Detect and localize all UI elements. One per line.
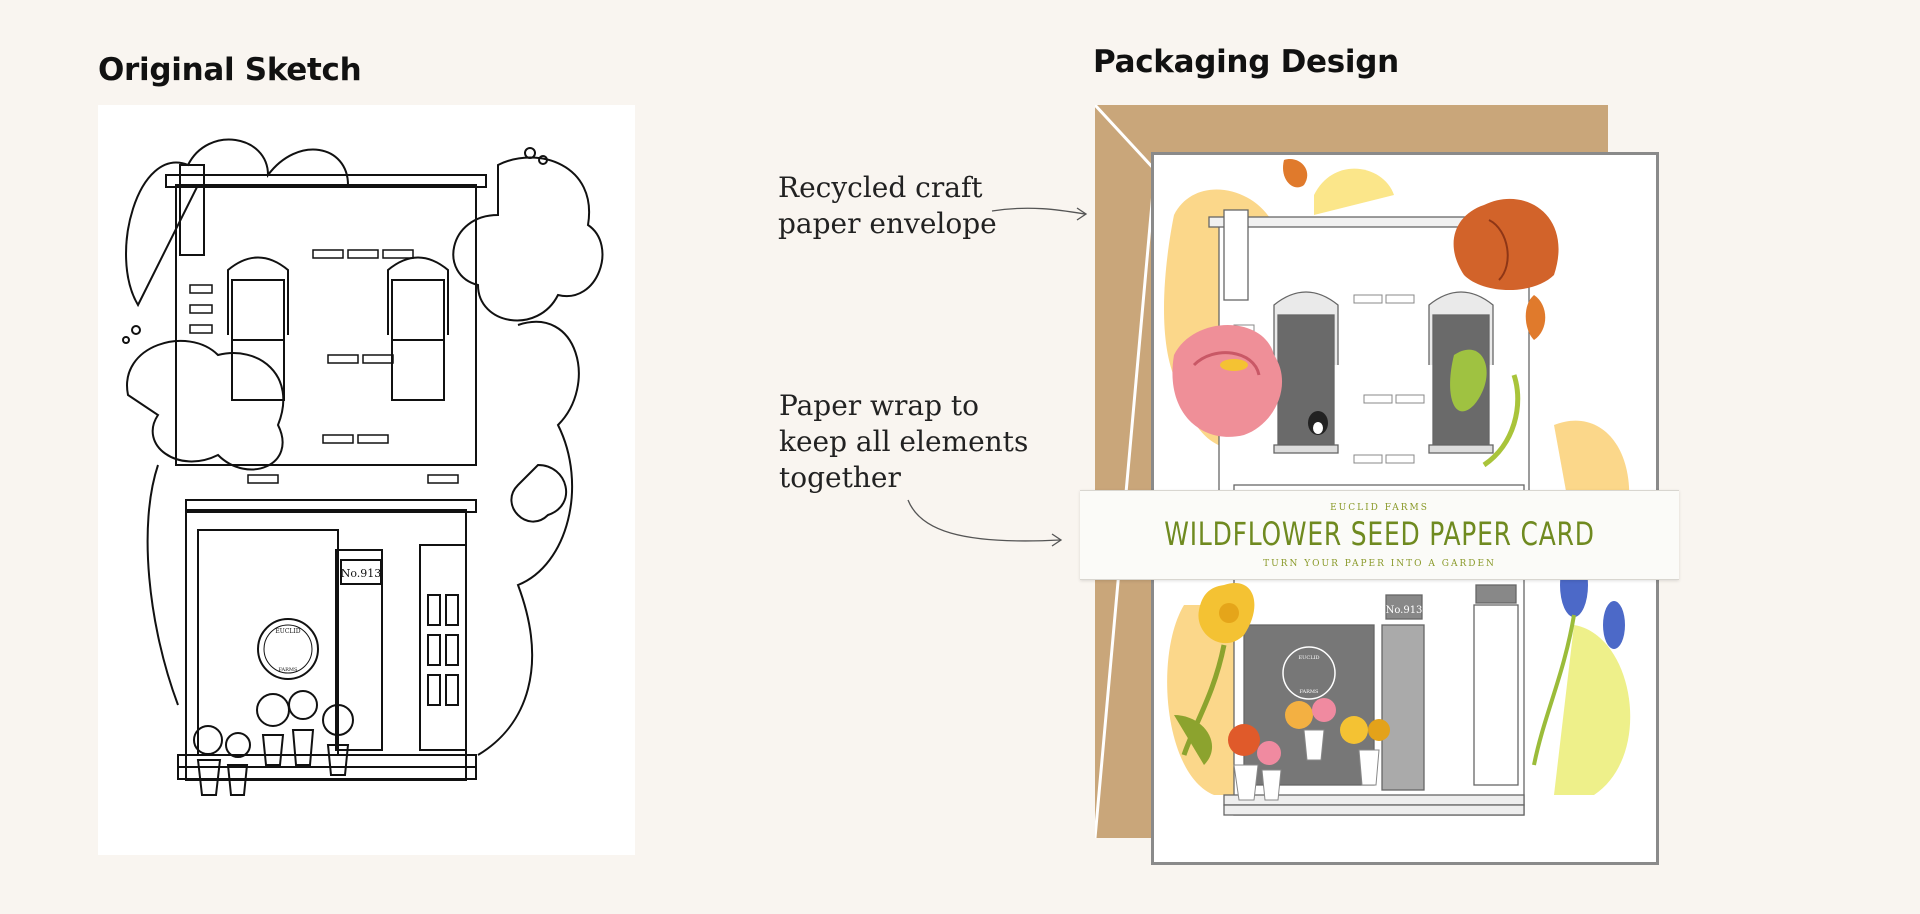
sketch-logo-circle bbox=[257, 618, 319, 680]
sketch-bricks bbox=[189, 249, 459, 484]
sketch-window-arch-right bbox=[387, 256, 449, 335]
sketch-shop-door bbox=[335, 549, 383, 751]
sketch-rose-outline bbox=[126, 339, 285, 471]
svg-text:FARMS: FARMS bbox=[1300, 689, 1320, 695]
sketch-logo-top: EUCLID bbox=[275, 628, 300, 635]
pink-peony bbox=[1172, 325, 1283, 437]
wrap-product-title: WILDFLOWER SEED PAPER CARD bbox=[1164, 515, 1595, 553]
card-logo: EUCLID FARMS bbox=[1282, 646, 1336, 700]
hyacinth-stem bbox=[1532, 614, 1576, 766]
original-sketch-heading: Original Sketch bbox=[98, 52, 362, 88]
envelope-arrowhead bbox=[1076, 207, 1088, 221]
card-address-sign: No.913 bbox=[1386, 605, 1423, 616]
sketch-dot bbox=[131, 325, 141, 335]
sketch-flower-outline bbox=[452, 156, 604, 322]
sketch-plant-outline bbox=[477, 321, 580, 756]
card-dog bbox=[1308, 411, 1328, 435]
yellow-wash-top bbox=[1314, 168, 1394, 215]
envelope-flap-line bbox=[1095, 105, 1157, 838]
svg-text:EUCLID: EUCLID bbox=[1299, 655, 1320, 661]
sketch-cornice bbox=[165, 174, 487, 188]
sketch-stem bbox=[146, 464, 179, 706]
sketch-window-arch-left bbox=[227, 256, 289, 335]
sketch-dot bbox=[122, 336, 130, 344]
wrap-arrowhead bbox=[1051, 533, 1063, 547]
orange-bud bbox=[1525, 295, 1546, 340]
sketch-building-upper bbox=[175, 184, 477, 466]
orange-tulip bbox=[1450, 198, 1559, 468]
wrap-brand-name: EUCLID FARMS bbox=[1330, 503, 1429, 513]
yellow-daffodil bbox=[1174, 583, 1255, 765]
sketch-dot bbox=[538, 155, 548, 165]
wrap-tagline: TURN YOUR PAPER INTO A GARDEN bbox=[1263, 559, 1496, 569]
sketch-flower-small bbox=[510, 463, 567, 523]
wrap-annotation: Paper wrap to keep all elements together bbox=[779, 389, 1029, 494]
envelope-arrow bbox=[991, 207, 1086, 215]
sketch-flower-pots bbox=[193, 690, 354, 796]
sketch-side-door bbox=[419, 544, 467, 751]
card-flower-buckets bbox=[1228, 698, 1390, 801]
sketch-logo-bottom: FARMS bbox=[279, 667, 299, 673]
sketch-leaf-outline bbox=[125, 138, 350, 308]
sketch-address-sign: No.913 bbox=[341, 567, 382, 580]
sketch-dot bbox=[524, 147, 536, 159]
card-chimney bbox=[1223, 209, 1249, 301]
card-side-door bbox=[1473, 604, 1519, 786]
envelope-annotation: Recycled craft paper envelope bbox=[778, 171, 997, 240]
sketch-chimney bbox=[179, 164, 205, 256]
original-sketch-image: No.913 EUCLID FARMS bbox=[98, 105, 635, 855]
orange-bud-top bbox=[1283, 159, 1308, 188]
packaging-design-heading: Packaging Design bbox=[1093, 44, 1399, 80]
card-shop-door bbox=[1381, 624, 1425, 791]
yellow-wash-bottom-right bbox=[1554, 625, 1631, 795]
wrap-arrow bbox=[907, 499, 1061, 542]
paper-wrap-band: EUCLID FARMS WILDFLOWER SEED PAPER CARD … bbox=[1080, 490, 1679, 580]
